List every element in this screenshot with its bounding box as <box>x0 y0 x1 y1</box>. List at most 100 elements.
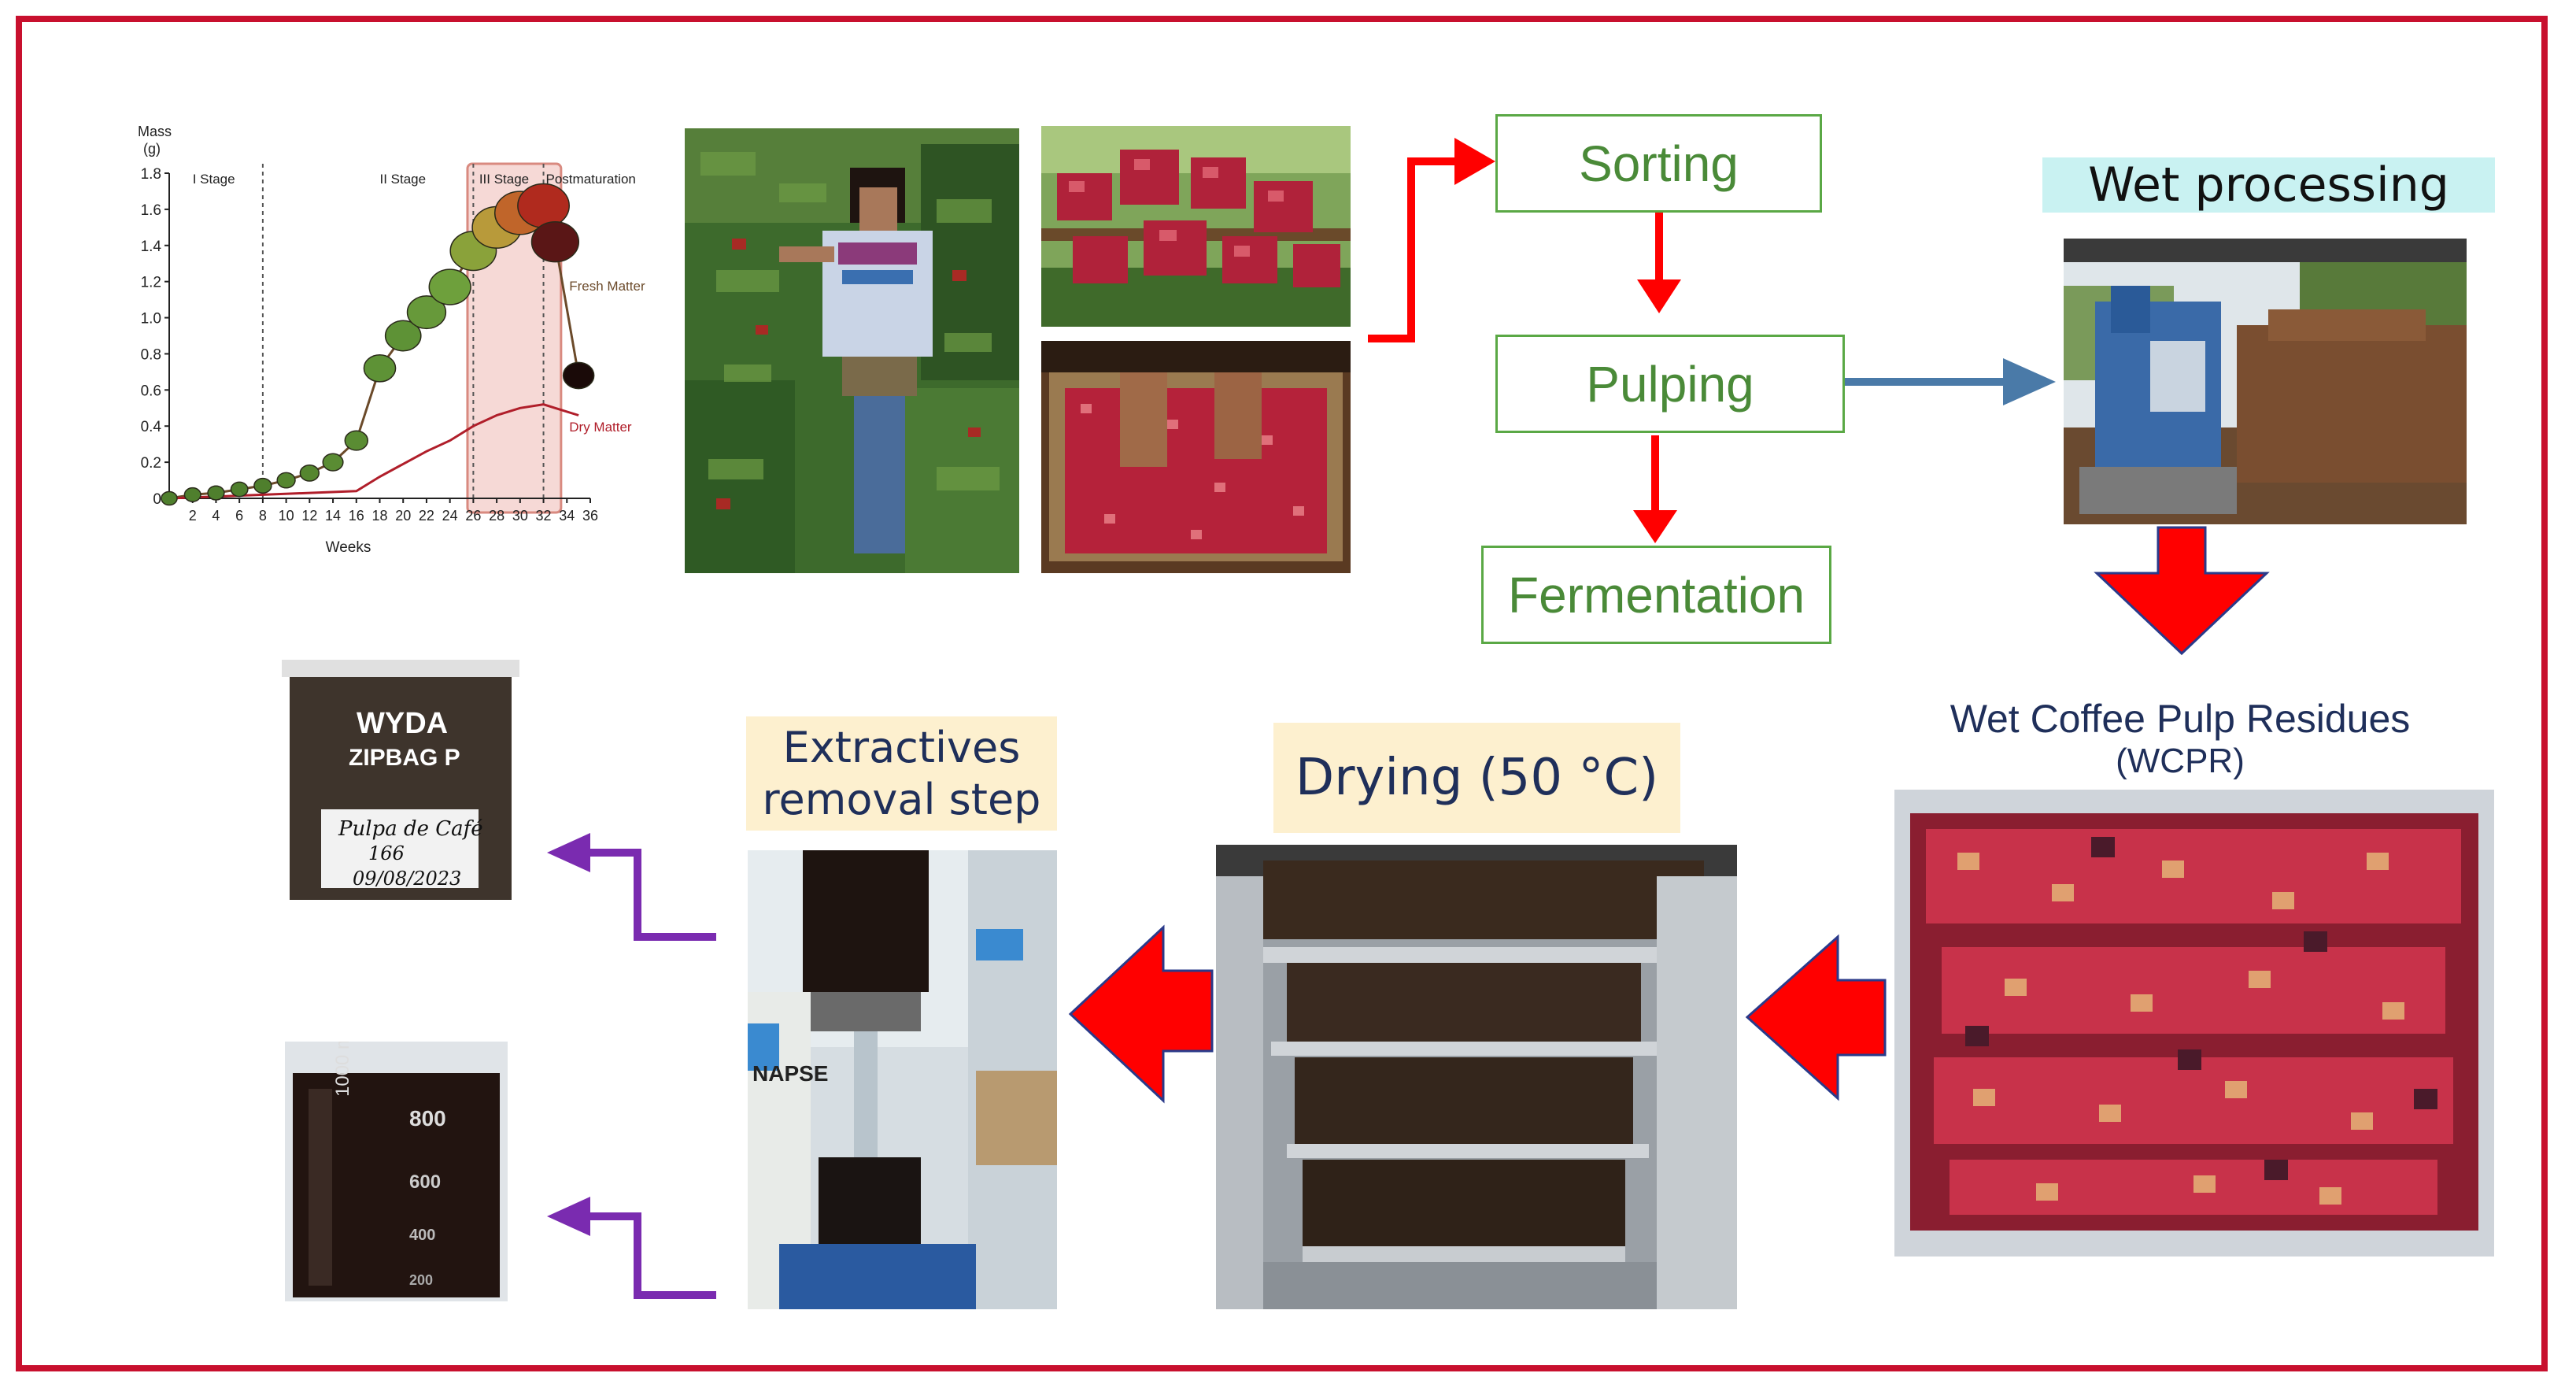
extraction-setup-photo: NAPSE <box>748 850 1057 1309</box>
beaker-mark-400: 400 <box>409 1227 436 1244</box>
wet-processing-photo <box>2064 239 2467 524</box>
wet-processing-label: Wet processing <box>2042 157 2495 213</box>
x-tick-label-13: 28 <box>489 508 504 524</box>
arrow-to-sorting <box>1368 157 1456 342</box>
y-tick-label-2: 0.4 <box>141 419 162 435</box>
pulp-bag-photo: WYDA ZIPBAG P Pulpa de Café 166 09/08/20… <box>282 660 519 908</box>
bag-note-1: Pulpa de Café <box>338 817 483 841</box>
arrow-to-pulp-bag <box>586 849 716 941</box>
data-point-10 <box>384 320 422 352</box>
series-label-dry: Dry Matter <box>569 420 632 435</box>
extract-beaker-photo: 1000 ml 800 600 400 200 <box>277 1042 516 1303</box>
data-point-2 <box>207 485 225 501</box>
stage-label-1: II Stage <box>380 172 427 187</box>
x-tick-label-14: 30 <box>512 508 528 524</box>
x-tick-label-1: 4 <box>212 508 220 524</box>
x-tick-label-11: 24 <box>442 508 458 524</box>
series-label-fresh: Fresh Matter <box>569 279 645 294</box>
arrow-to-wet-processing-head <box>2003 358 2056 405</box>
data-point-17 <box>530 221 580 263</box>
y-axis-label-1: Mass <box>138 124 172 139</box>
x-tick-label-3: 8 <box>259 508 267 524</box>
data-point-0 <box>161 490 178 506</box>
y-tick-label-0: 0 <box>153 491 161 508</box>
arrow-to-beaker <box>586 1212 716 1299</box>
beaker-mark-600: 600 <box>409 1171 442 1193</box>
fermentation-box: Fermentation <box>1481 546 1831 644</box>
data-point-12 <box>428 268 471 305</box>
arrow-drying-to-extraction <box>1068 924 1214 1104</box>
stage-label-2: III Stage <box>479 172 529 187</box>
y-tick-label-6: 1.2 <box>141 275 161 291</box>
bag-date: 09/08/2023 <box>353 868 462 890</box>
sorting-box: Sorting <box>1495 114 1822 213</box>
extractives-text-2: removal step <box>762 774 1041 824</box>
extractives-text-1: Extractives <box>782 722 1021 772</box>
x-tick-label-15: 32 <box>536 508 552 524</box>
stage-label-0: I Stage <box>193 172 235 187</box>
wcpr-text-2: (WCPR) <box>2116 741 2245 780</box>
data-point-18 <box>562 361 595 390</box>
data-point-8 <box>344 430 369 451</box>
series-line-1 <box>168 403 579 500</box>
wet-processing-text: Wet processing <box>2088 157 2449 213</box>
beaker-mark-200: 200 <box>409 1272 434 1288</box>
data-point-11 <box>406 295 447 330</box>
data-point-5 <box>276 472 296 489</box>
drying-oven-photo <box>1216 845 1737 1309</box>
arrow-to-pulp-bag-head <box>547 833 590 872</box>
x-tick-label-8: 18 <box>371 508 387 524</box>
y-tick-label-5: 1.0 <box>141 311 161 328</box>
drying-label: Drying (50 °C) <box>1273 723 1680 833</box>
data-point-7 <box>322 453 344 472</box>
data-point-6 <box>299 464 320 482</box>
extractives-label: Extractives removal step <box>746 716 1057 831</box>
x-tick-label-4: 10 <box>279 508 294 524</box>
drying-text: Drying (50 °C) <box>1295 749 1659 807</box>
data-point-3 <box>230 481 249 498</box>
arrow-sorting-pulping-head <box>1637 279 1681 313</box>
data-point-4 <box>253 477 272 494</box>
data-point-1 <box>183 487 201 502</box>
wcpr-text-1: Wet Coffee Pulp Residues <box>1950 696 2411 741</box>
x-tick-label-7: 16 <box>349 508 364 524</box>
x-tick-label-9: 20 <box>395 508 411 524</box>
arrow-down-to-wcpr <box>2094 526 2270 656</box>
beaker-mark-800: 800 <box>409 1106 446 1131</box>
bag-model: ZIPBAG P <box>349 745 460 771</box>
y-tick-label-4: 0.8 <box>141 346 161 363</box>
x-tick-label-5: 12 <box>301 508 317 524</box>
coffee-picker-photo <box>685 128 1019 573</box>
x-tick-label-16: 34 <box>559 508 575 524</box>
y-axis-label-2: (g) <box>143 141 161 157</box>
outer-frame <box>16 16 2548 1371</box>
arrow-to-beaker-head <box>547 1197 590 1236</box>
y-tick-label-3: 0.6 <box>141 383 161 399</box>
wcpr-tray-photo <box>1894 790 2494 1257</box>
arrow-wcpr-to-drying <box>1745 934 1887 1101</box>
x-tick-label-17: 36 <box>582 508 598 524</box>
data-point-9 <box>363 353 397 383</box>
wcpr-label: Wet Coffee Pulp Residues (WCPR) <box>1881 685 2479 791</box>
arrow-pulping-fermentation-head <box>1633 510 1677 543</box>
y-tick-label-7: 1.4 <box>141 239 162 255</box>
y-tick-label-9: 1.8 <box>141 166 161 183</box>
x-tick-label-2: 6 <box>235 508 243 524</box>
arrow-to-sorting-head <box>1454 138 1495 185</box>
coffee-cherries-photo <box>1041 126 1351 327</box>
bag-note-2: 166 <box>368 842 405 864</box>
x-tick-label-6: 14 <box>325 508 341 524</box>
x-tick-label-12: 26 <box>465 508 481 524</box>
x-tick-label-10: 22 <box>419 508 434 524</box>
y-tick-label-1: 0.2 <box>141 455 161 472</box>
x-axis-label: Weeks <box>326 539 371 556</box>
jug-label: NAPSE <box>752 1061 829 1086</box>
stage-label-3: Postmaturation <box>546 172 636 187</box>
basket-cherries-photo <box>1041 341 1351 573</box>
bag-brand: WYDA <box>357 707 449 740</box>
y-tick-label-8: 1.6 <box>141 202 161 219</box>
pulping-box: Pulping <box>1495 335 1845 433</box>
x-tick-label-0: 2 <box>189 508 197 524</box>
